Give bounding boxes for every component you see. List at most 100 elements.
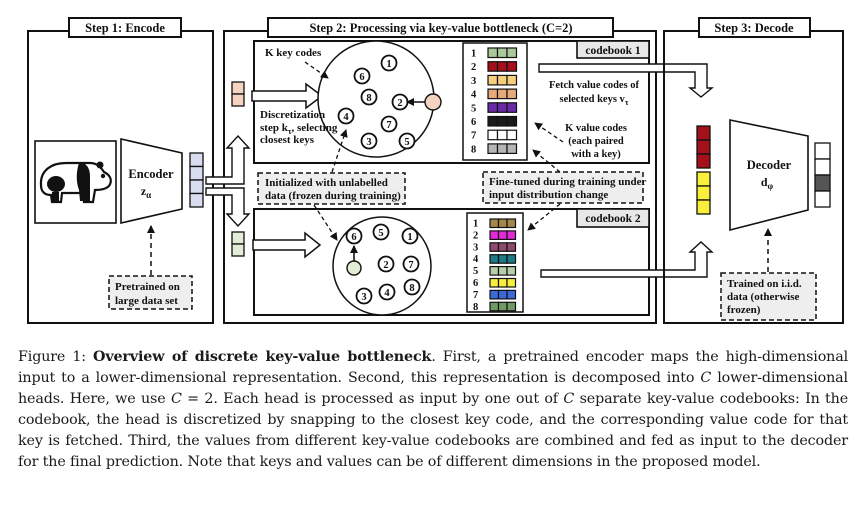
value-code-row: 4 [473, 254, 517, 265]
caption-var-c: C [700, 370, 712, 386]
caption-text-4: separate key-value codebooks: In the cod… [18, 391, 849, 470]
value-code-cell [496, 143, 508, 154]
encoder-symbol: zα [141, 184, 151, 200]
decoder-input-vector [696, 125, 711, 215]
key-code-label: 8 [409, 283, 414, 294]
head-1-arrow [251, 82, 324, 110]
key-code-5: 5 [398, 132, 416, 150]
value-code-cell [506, 102, 518, 113]
key-code-label: 5 [378, 228, 383, 239]
key-code-3: 3 [355, 287, 373, 305]
caption-var-c: C [170, 391, 182, 407]
key-code-6: 6 [345, 227, 363, 245]
value-code-cell [497, 218, 508, 229]
k-value-codes-label-2: (each paired [568, 136, 624, 147]
key-code-7: 7 [380, 115, 398, 133]
decoder-input-cell [696, 153, 711, 169]
value-code-index: 4 [471, 90, 477, 101]
head-1-query-point [424, 93, 442, 111]
value-code-row: 6 [471, 115, 518, 128]
value-code-cell [487, 102, 499, 113]
value-code-row: 2 [471, 61, 518, 73]
k-value-codes-label-3: with a key) [571, 149, 621, 160]
key-code-label: 6 [351, 232, 356, 243]
value-code-cell [497, 266, 508, 276]
value-code-index: 5 [471, 103, 476, 114]
codebook-2-label: codebook 2 [585, 213, 641, 225]
value-code-cell [497, 230, 508, 240]
value-code-row: 1 [473, 218, 517, 230]
pretrained-note: Pretrained on large data set [108, 275, 193, 310]
value-code-cell [506, 74, 518, 86]
caption-text-1: . First, a pretrained encoder maps the h… [18, 349, 849, 386]
key-code-1: 1 [401, 227, 419, 245]
value-code-index: 6 [473, 278, 478, 289]
pretrained-note-line1: Pretrained on [115, 281, 180, 293]
head-2-query-point [346, 260, 362, 276]
key-code-4: 4 [337, 107, 355, 125]
fetch-label-1: Fetch value codes of [549, 80, 640, 91]
value-code-row: 7 [471, 129, 518, 142]
value-code-row: 8 [471, 143, 518, 155]
key-code-label: 4 [384, 288, 390, 299]
encoder-output-vector [189, 152, 204, 208]
key-code-label: 1 [407, 232, 412, 243]
value-code-cell [487, 88, 499, 100]
encoder-label: Encoder [128, 167, 174, 181]
fetch-label-2: selected keys vτ [559, 94, 628, 107]
trained-iid-note: Trained on i.i.d. data (otherwise frozen… [720, 272, 817, 321]
key-code-label: 4 [343, 112, 349, 123]
value-code-cell [489, 266, 500, 276]
key-code-label: 3 [361, 292, 366, 303]
value-code-cell [489, 230, 500, 240]
value-code-row: 1 [471, 47, 518, 60]
finetuned-note-line1: Fine-tuned during training under [489, 176, 647, 188]
initialized-note-line2: data (frozen during training) [265, 190, 401, 202]
value-code-cell [506, 143, 518, 154]
trained-iid-note-line2: data (otherwise [727, 291, 800, 303]
codebook-1-label: codebook 1 [585, 45, 641, 57]
encoder-output-cell [189, 179, 204, 195]
value-code-cell [489, 242, 500, 252]
value-code-cell [487, 115, 499, 127]
value-code-cell [487, 143, 499, 154]
value-code-cell [506, 266, 517, 276]
value-code-index: 2 [473, 230, 478, 241]
value-code-row: 5 [471, 102, 518, 114]
value-code-cell [497, 289, 508, 300]
step2-panel: Step 2: Processing via key-value bottlen… [205, 17, 714, 324]
value-code-index: 1 [471, 49, 476, 60]
value-code-row: 3 [471, 74, 518, 87]
decoder-input-cell [696, 139, 711, 155]
discretization-label-3: closest keys [260, 134, 315, 146]
key-code-8: 8 [403, 278, 421, 296]
value-code-cell [487, 61, 499, 72]
encoder-output-cell [189, 192, 204, 208]
value-code-row: 4 [471, 88, 518, 101]
value-code-index: 7 [471, 131, 476, 142]
value-code-row: 6 [473, 277, 517, 289]
key-code-label: 7 [386, 120, 391, 131]
value-code-cell [506, 242, 517, 252]
k-key-codes-label: K key codes [265, 47, 322, 59]
value-code-cell [496, 129, 508, 141]
value-code-cell [506, 88, 518, 100]
value-code-index: 8 [471, 144, 476, 155]
caption-var-c: C [563, 391, 575, 407]
key-code-label: 2 [397, 98, 402, 109]
head-cell [231, 243, 245, 257]
value-code-cell [506, 277, 517, 288]
value-code-cell [496, 88, 508, 100]
split-connector [205, 134, 251, 228]
value-code-index: 2 [471, 62, 476, 73]
value-code-cell [496, 47, 508, 59]
decoder-output-cell [814, 190, 831, 208]
key-code-4: 4 [378, 283, 396, 301]
head-cell [231, 93, 245, 107]
value-code-row: 3 [473, 242, 517, 253]
value-code-index: 6 [471, 117, 476, 128]
head-1-vector [231, 81, 245, 107]
step2-title: Step 2: Processing via key-value bottlen… [309, 21, 572, 35]
decoder-input-cell [696, 185, 711, 201]
